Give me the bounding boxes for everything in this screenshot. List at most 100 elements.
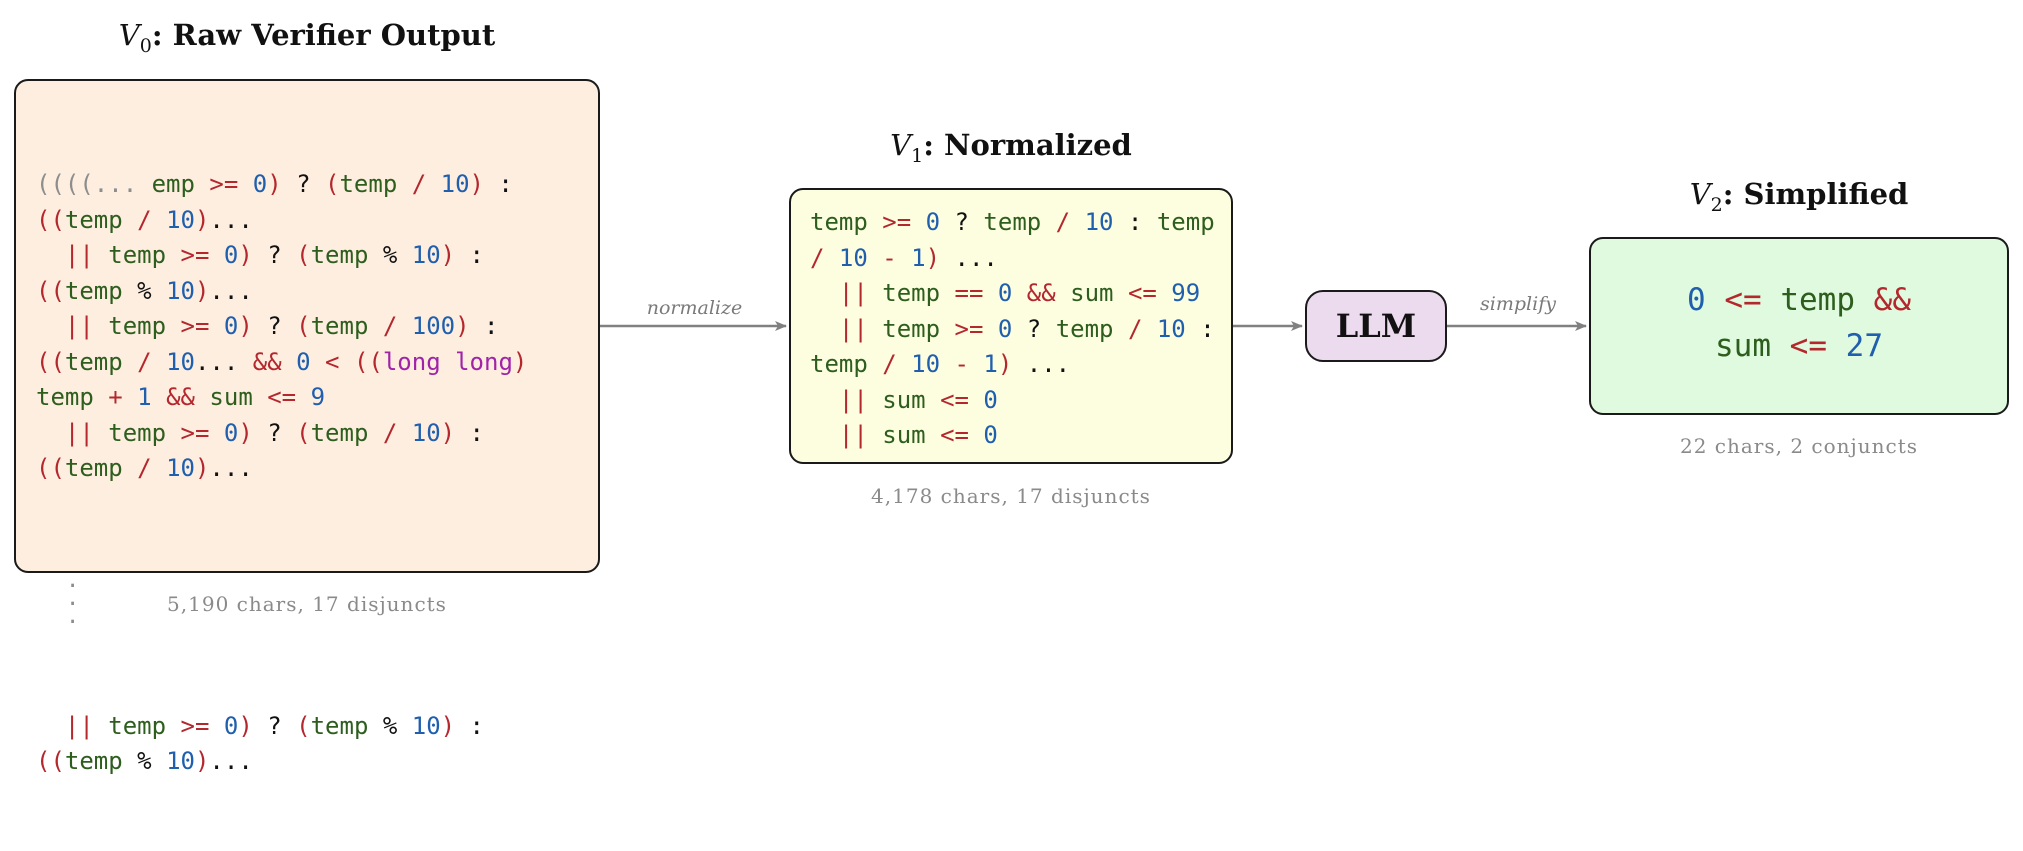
code-token: && [1873,282,1911,318]
code-token: temp [810,208,883,236]
code-token: <= [940,385,969,414]
code-token: temp [108,312,181,340]
code-token: % [382,241,412,269]
v2-symbol: V2 [1689,177,1723,216]
v1-code: temp >= 0 ? temp / 10 : temp/ 10 - 1) ..… [810,205,1215,454]
code-token: (( [36,454,65,482]
code-token: ? [252,418,297,447]
code-token: 1 [911,243,926,272]
code-token: >= [882,208,912,236]
code-token: || [64,312,94,340]
code-token: ) [194,747,210,775]
code-token: : [469,312,499,340]
code-token: || [64,418,94,447]
code-token: ) [440,418,456,447]
v1-code-line: || temp >= 0 ? temp / 10 : [810,312,1215,348]
code-token: ... [1012,350,1071,378]
v0-code-line: || temp >= 0) ? (temp / 10) : [36,416,527,452]
code-token: >= [180,241,210,269]
code-token: ? [281,170,326,198]
code-token: <= [1724,282,1762,318]
v2-code-line: 0 <= temp && [1591,277,2007,323]
code-token: >= [954,314,984,343]
v0-code-line: || temp >= 0) ? (temp % 10) : [36,238,527,274]
v0-code-line: ((temp / 10)... [36,451,527,487]
code-token: >= [180,418,210,447]
v0-caption: 5,190 chars, 17 disjuncts [167,592,447,616]
code-token: 0 [296,347,311,376]
v2-title-text: : Simplified [1722,177,1909,211]
code-token: <= [1127,279,1157,307]
code-token: temp [310,711,383,740]
code-token: 10 [411,418,441,447]
v0-code-line: ((temp / 10... && 0 < ((long long) [36,345,527,381]
v0-code-line: ((temp % 10)... [36,274,527,310]
code-token: ( [325,170,340,198]
code-token: sum [209,383,268,411]
v0-code-line: ((temp / 10)... [36,203,527,239]
code-token: 27 [1845,328,1883,364]
code-token: ) [194,205,210,234]
code-token: temp [108,418,181,447]
code-token: ? [1012,314,1056,343]
code-token: temp [64,454,138,482]
code-token: / [411,170,427,198]
code-token: ... [194,347,253,376]
code-token: ... [209,276,253,305]
code-token: ) [194,454,210,482]
code-token: / [382,418,398,447]
code-token: temp [339,170,412,198]
code-token: 0 [252,170,268,198]
code-token: >= [209,170,239,198]
code-token: (( [36,347,65,376]
code-token: / [1127,314,1143,343]
code-token: + [108,383,123,411]
code-token: ) [238,711,253,740]
code-token: >= [180,711,210,740]
code-token: / [882,350,897,378]
code-token: : [483,170,513,198]
code-token: ? [940,208,984,236]
code-token: ) [440,241,456,269]
v1-title: V1: Normalized [789,128,1233,167]
code-token: temp [64,276,138,305]
code-token: || [838,279,868,307]
code-token: temp [882,314,955,343]
v2-code: 0 <= temp &&sum <= 27 [1591,277,2007,369]
code-token: 0 [223,711,239,740]
v2-caption: 22 chars, 2 conjuncts [1679,434,1919,458]
v1-code-line: || sum <= 0 [810,383,1215,419]
code-token: 10 [166,347,195,376]
code-token [36,712,65,740]
v0-ellipsis: ... [66,567,80,629]
code-token: == [954,279,984,307]
code-token: : [455,241,485,269]
code-token: 10 [1156,314,1186,343]
code-token: - [954,350,969,378]
code-token: ) [997,350,1013,378]
code-token: (( [36,205,65,234]
code-token: 0 [997,279,1013,307]
code-token: 1 [983,350,998,378]
code-token: sum [1715,328,1790,364]
code-token: >= [180,312,210,340]
code-token: sum [1070,279,1128,307]
code-token: long long [382,347,513,376]
code-token [209,712,223,740]
v0-code-line: temp + 1 && sum <= 9 [36,380,527,416]
code-token: : [455,418,485,447]
code-token: <= [940,421,969,449]
code-token: temp [810,350,883,378]
v2-code-line: sum <= 27 [1591,323,2007,369]
code-token: temp [108,711,181,740]
v0-code-tail: || temp >= 0) ? (temp % 10) :((temp % 10… [36,709,527,780]
code-token: ) [238,241,253,269]
code-token: / [137,347,152,376]
code-token: || [838,385,868,414]
code-token: ) [194,276,210,305]
code-token: < [325,347,340,376]
v0-title-text: : Raw Verifier Output [151,18,496,52]
code-token: temp [882,279,955,307]
v0-title: V0: Raw Verifier Output [14,18,600,57]
code-token: temp [310,418,383,447]
